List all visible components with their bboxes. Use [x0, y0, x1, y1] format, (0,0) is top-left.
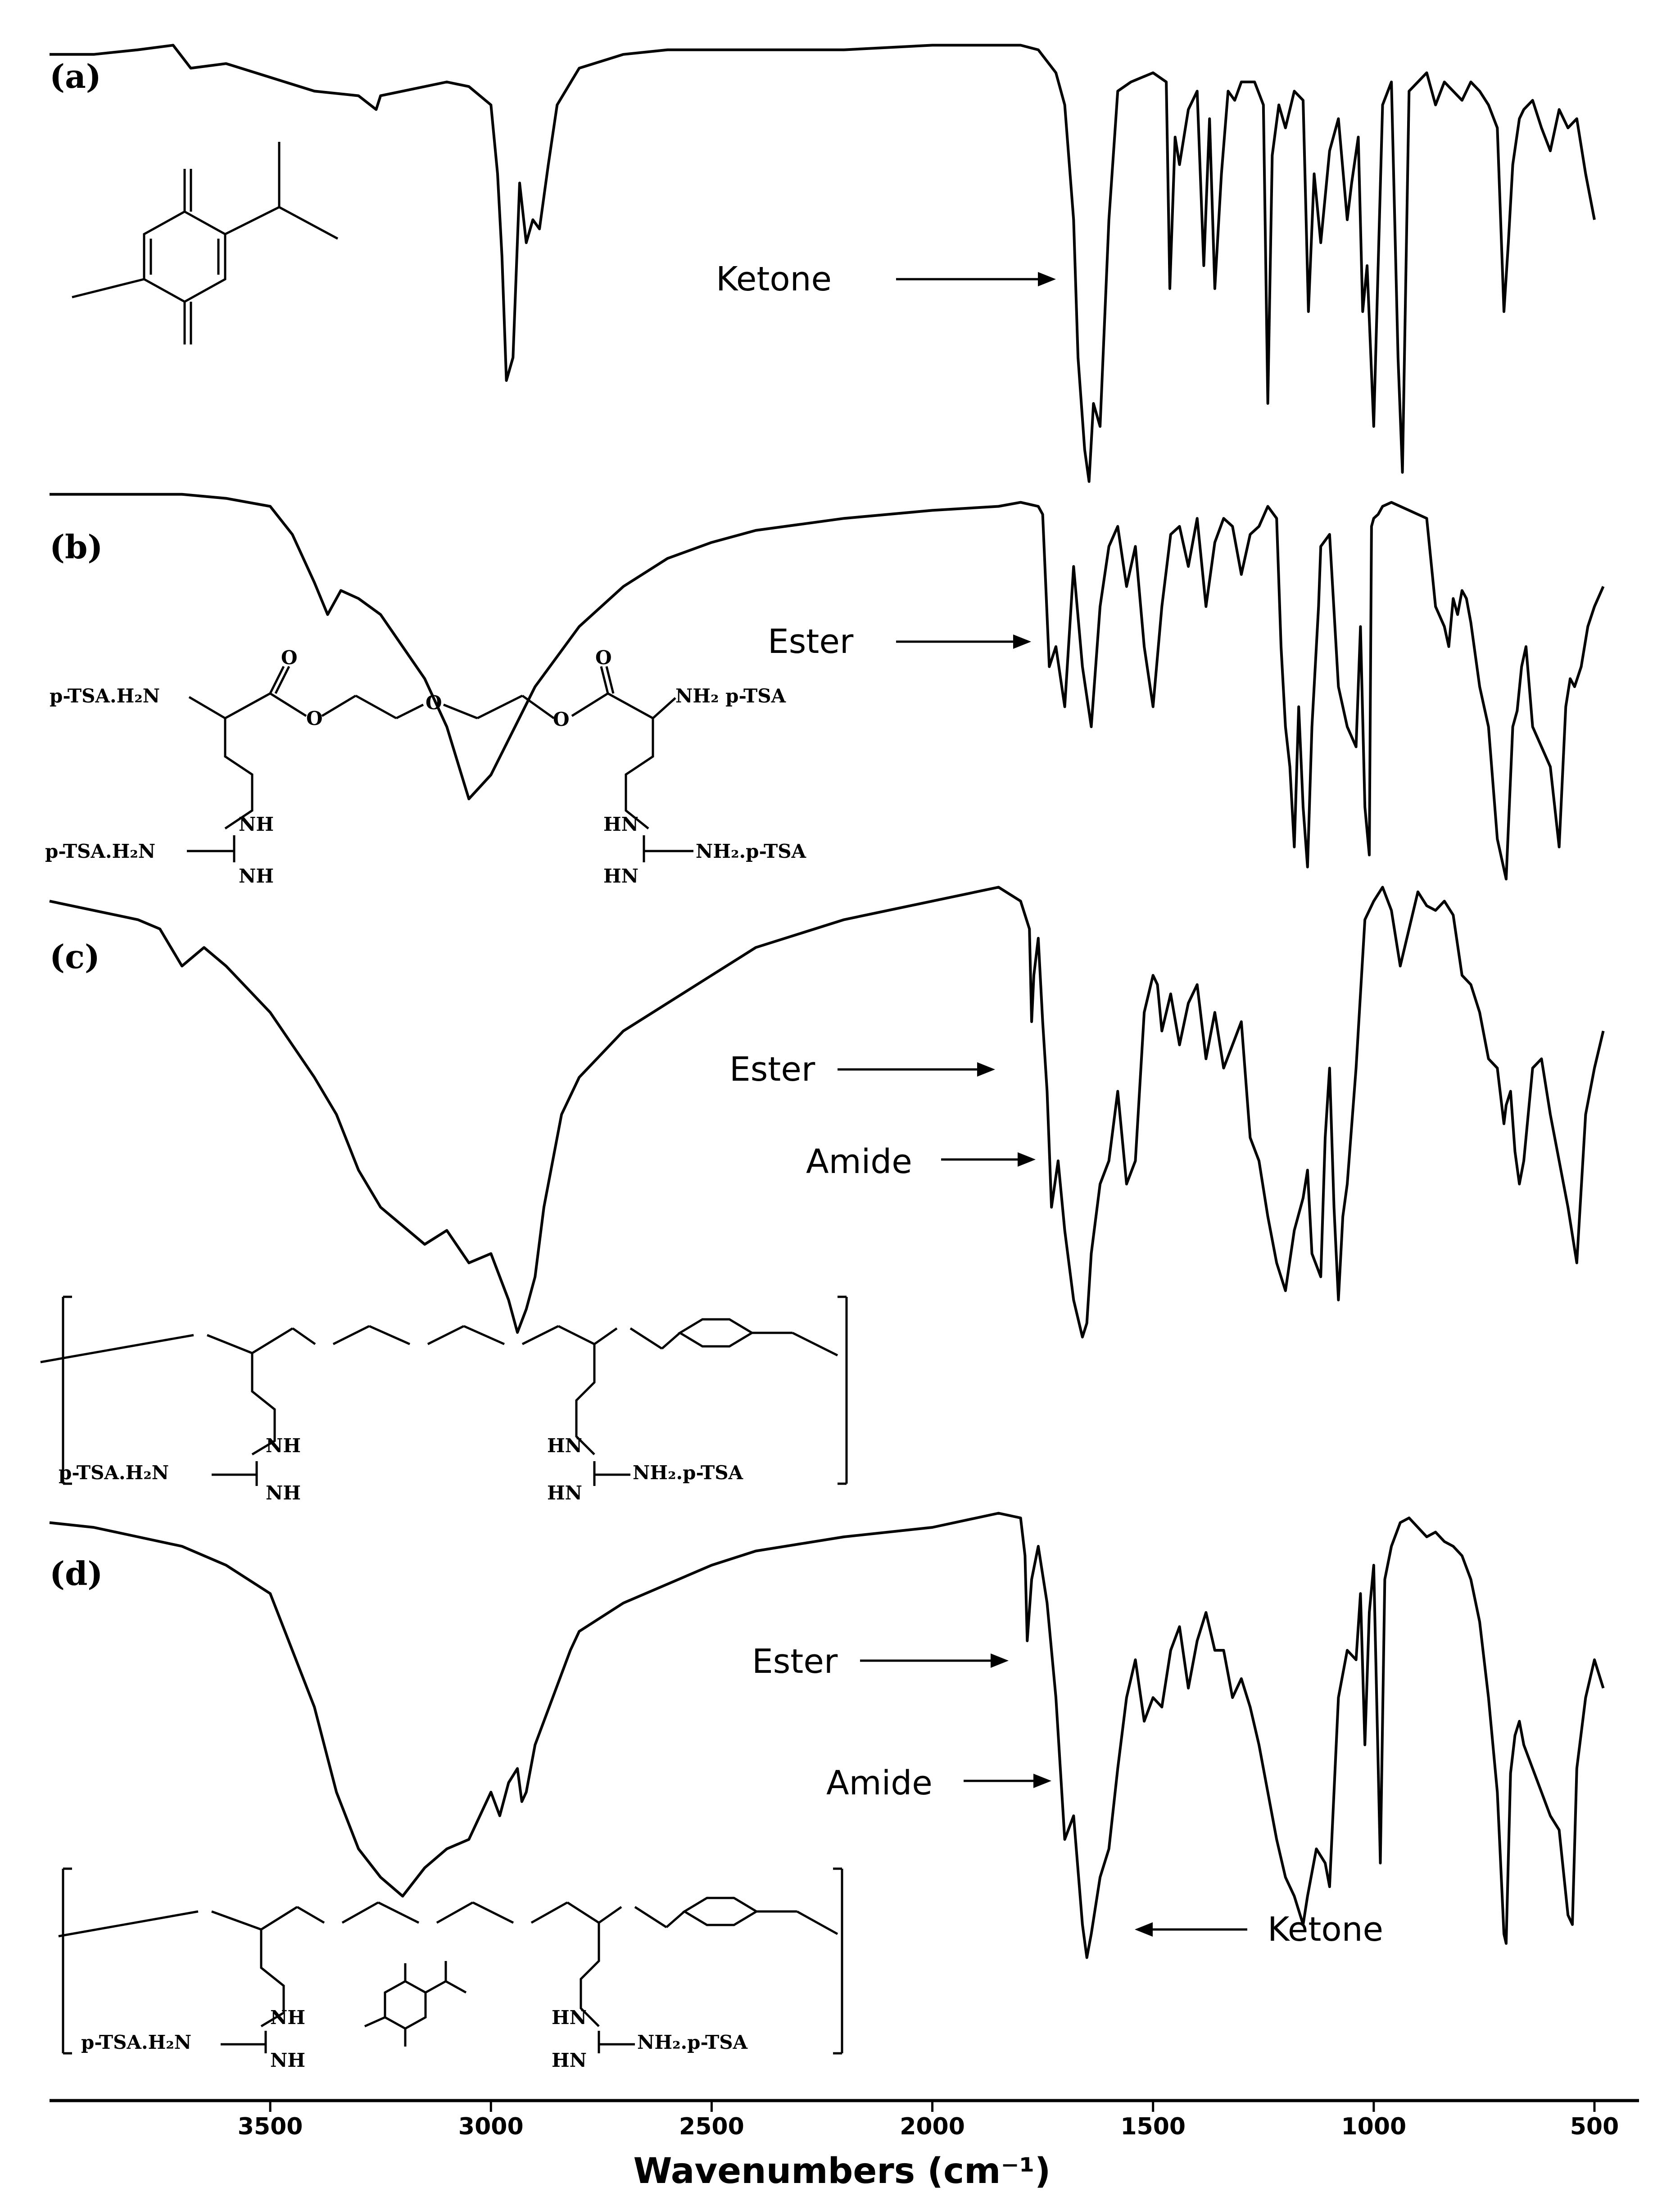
- chem-d-guan-right: NH₂.p-TSA: [637, 2031, 748, 2053]
- chem-b-hn-right: HN: [603, 813, 638, 835]
- chem-b-o5: O: [595, 647, 612, 669]
- panel-label-b: (b): [50, 528, 103, 566]
- chem-b-nh2-left: NH: [239, 865, 274, 887]
- x-tick-label-3500: 3500: [238, 2113, 303, 2140]
- chem-d-hn-right: HN: [552, 2006, 587, 2029]
- chem-b-left-amine: p-TSA.H₂N: [50, 685, 160, 707]
- arrow-ketone-a: [896, 272, 1056, 286]
- arrow-ketone-d: [1135, 1922, 1247, 1937]
- chem-b-o2: O: [306, 707, 323, 729]
- annotation-ketone-d: Ketone: [1268, 1910, 1383, 1949]
- chem-c-nh2-left: NH: [266, 1482, 301, 1504]
- chem-d-guan-left: p-TSA.H₂N: [81, 2031, 191, 2053]
- x-tick-label-1500: 1500: [1120, 2113, 1186, 2140]
- chem-b-hn2-right: HN: [603, 865, 638, 887]
- annotation-ester-b: Ester: [768, 622, 854, 661]
- structure-thymoquinone-a: [72, 142, 339, 344]
- arrow-ester-d: [860, 1653, 1009, 1668]
- chem-b-nh-left: NH: [239, 813, 274, 835]
- structure-d: NH NH p-TSA.H₂N HN HN NH₂.p-TSA: [58, 1867, 843, 2071]
- spectrum-line-b: [50, 493, 1605, 881]
- chem-c-guan-right: NH₂.p-TSA: [633, 1462, 744, 1484]
- arrow-amide-c: [941, 1152, 1036, 1167]
- x-axis: 3500 3000 2500 2000 1500 1000 500: [50, 2099, 1639, 2140]
- chem-b-right-amine: NH₂ p-TSA: [675, 685, 787, 707]
- chem-c-nh-left: NH: [266, 1435, 301, 1457]
- panel-label-a: (a): [50, 57, 101, 95]
- chem-b-guan-right: NH₂.p-TSA: [696, 840, 807, 862]
- panel-label-d: (d): [50, 1554, 103, 1593]
- structure-c: NH NH p-TSA.H₂N HN HN NH₂.p-TSA: [40, 1295, 848, 1504]
- chem-b-o1: O: [281, 647, 298, 669]
- annotation-ester-d: Ester: [752, 1642, 838, 1681]
- annotation-ketone-a: Ketone: [716, 260, 832, 299]
- chem-c-hn2-right: HN: [547, 1482, 582, 1504]
- spectrum-line-c: [49, 886, 1605, 1339]
- spectrum-line-d: [49, 1512, 1605, 1959]
- spectra-layer: [49, 44, 1605, 1959]
- arrow-ester-c: [838, 1062, 995, 1077]
- chem-d-hn2-right: HN: [552, 2049, 587, 2071]
- x-tick-label-2000: 2000: [900, 2113, 965, 2140]
- structure-b: p-TSA.H₂N O O O O O NH₂ p-TSA NH: [45, 647, 807, 887]
- panel-label-c: (c): [50, 937, 100, 976]
- spectrum-line-a: [50, 44, 1596, 483]
- x-tick-label-1000: 1000: [1341, 2113, 1406, 2140]
- chem-c-guan-left: p-TSA.H₂N: [59, 1462, 169, 1484]
- annotation-ester-c: Ester: [729, 1050, 815, 1089]
- x-ticks: 3500 3000 2500 2000 1500 1000 500: [238, 2101, 1619, 2140]
- arrow-ester-b: [896, 634, 1031, 649]
- annotation-amide-c: Amide: [806, 1142, 912, 1181]
- chem-d-nh-left: NH: [270, 2006, 305, 2029]
- annotation-amide-d: Amide: [826, 1764, 933, 1802]
- chem-b-guan-left: p-TSA.H₂N: [45, 840, 155, 862]
- x-tick-label-3000: 3000: [458, 2113, 524, 2140]
- arrow-amide-d: [964, 1774, 1051, 1788]
- x-axis-title: Wavenumbers (cm⁻¹): [634, 2151, 1051, 2192]
- chem-b-o4: O: [553, 708, 570, 730]
- chem-d-nh2-left: NH: [270, 2049, 305, 2071]
- chem-b-o3: O: [426, 692, 442, 714]
- x-tick-label-500: 500: [1570, 2113, 1619, 2140]
- chem-c-hn-right: HN: [547, 1435, 582, 1457]
- x-tick-label-2500: 2500: [679, 2113, 744, 2140]
